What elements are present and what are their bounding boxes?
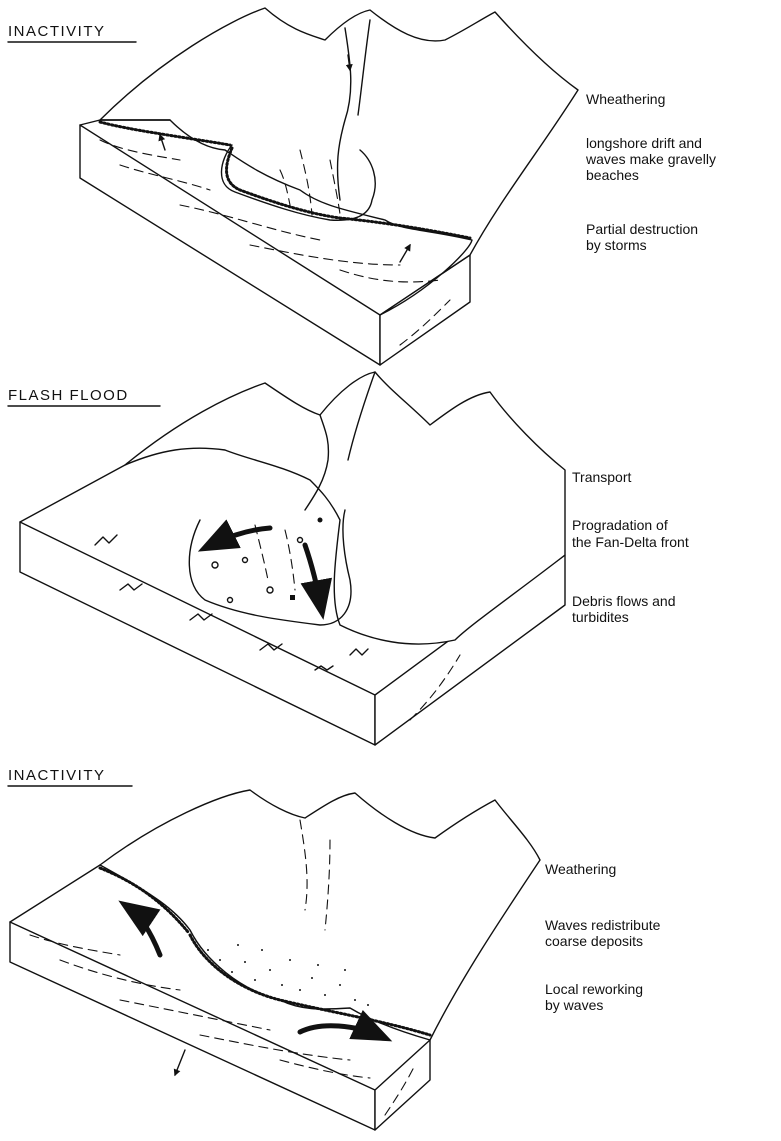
flow-arrow-down (305, 545, 322, 612)
note-local-reworking-1: Local reworking (545, 981, 643, 997)
note-longshore-drift-3: beaches (586, 167, 639, 183)
note-weathering: Weathering (545, 861, 616, 877)
note-waves-redistribute-1: Waves redistribute (545, 917, 661, 933)
note-debris-flows-2: turbidites (572, 609, 629, 625)
note-debris-flows-1: Debris flows and (572, 593, 676, 609)
wave-arrow-right (300, 1026, 385, 1038)
note-longshore-drift-1: longshore drift and (586, 135, 702, 151)
panel-1-title: INACTIVITY (8, 23, 106, 40)
note-partial-destruction-2: by storms (586, 237, 647, 253)
note-progradation-1: Progradation of (572, 517, 668, 533)
panel-2-block (20, 372, 565, 745)
panel-1-block (80, 8, 578, 365)
note-transport: Transport (572, 469, 632, 485)
panel-2: FLASH FLOOD (8, 372, 689, 745)
drift-arrow-left (160, 135, 165, 150)
panel-3-title: INACTIVITY (8, 767, 106, 784)
note-progradation-2: the Fan-Delta front (572, 534, 689, 550)
panel-3: INACTIVITY (8, 767, 661, 1130)
panel-3-block (10, 790, 540, 1130)
note-waves-redistribute-2: coarse deposits (545, 933, 643, 949)
note-longshore-drift-2: waves make gravelly (585, 151, 716, 167)
panel-1: INACTIVITY (8, 8, 716, 365)
drift-arrow-right (400, 245, 410, 262)
wave-arrow-upleft (125, 905, 160, 955)
note-local-reworking-2: by waves (545, 997, 603, 1013)
note-wheathering: Wheathering (586, 91, 665, 107)
panel-2-title: FLASH FLOOD (8, 387, 129, 404)
offshore-arrow (175, 1050, 185, 1075)
note-partial-destruction-1: Partial destruction (586, 221, 698, 237)
